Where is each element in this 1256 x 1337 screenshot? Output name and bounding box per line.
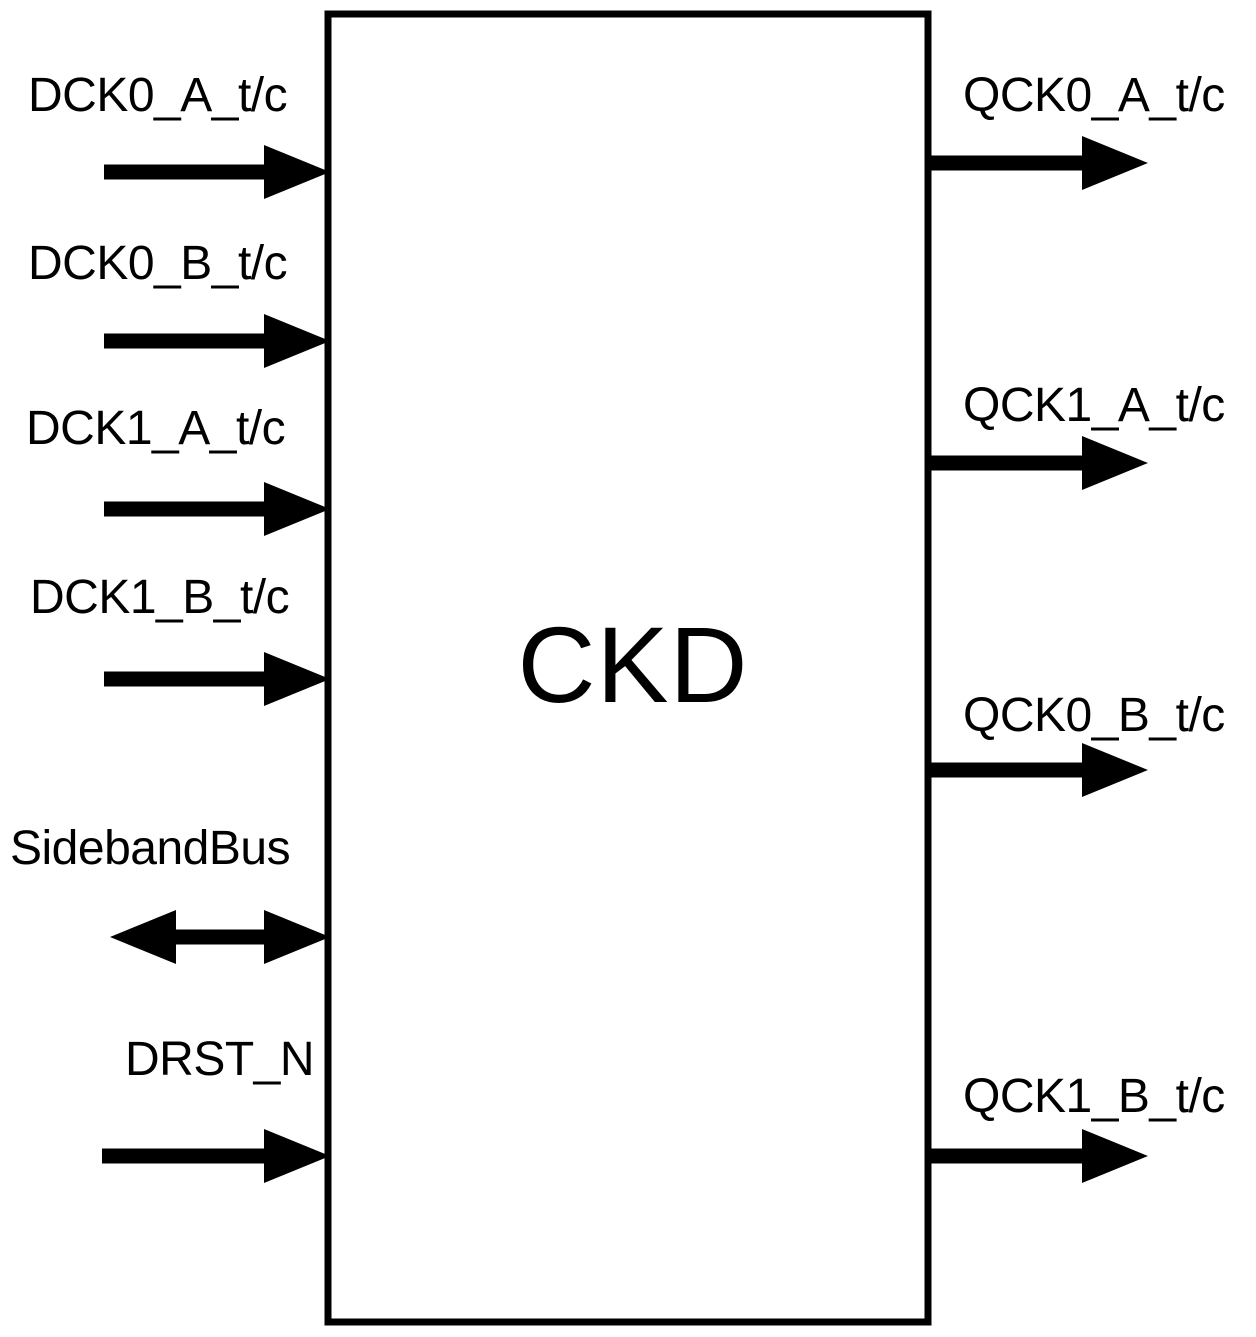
- arrow-dck1-b-input: [104, 652, 330, 706]
- arrow-qck1-a-output: [926, 436, 1148, 490]
- signal-label-drst-n: DRST_N: [125, 1033, 315, 1086]
- arrow-dck0-b-input: [104, 314, 330, 368]
- ckd-block-label: CKD: [517, 604, 749, 725]
- arrows-layer: [102, 136, 1148, 1183]
- arrow-dck1-a-input: [104, 482, 330, 536]
- signal-label-dck1-a: DCK1_A_t/c: [26, 402, 286, 455]
- arrow-drst-n-input: [102, 1129, 330, 1183]
- signal-label-qck0-a: QCK0_A_t/c: [963, 69, 1225, 122]
- arrow-qck1-b-output: [926, 1129, 1148, 1183]
- signal-label-dck0-b: DCK0_B_t/c: [28, 237, 288, 290]
- arrow-sidebandbus-bidirectional: [110, 910, 330, 964]
- arrow-qck0-a-output: [926, 136, 1148, 190]
- signal-label-qck1-a: QCK1_A_t/c: [963, 379, 1225, 432]
- signal-label-qck0-b: QCK0_B_t/c: [963, 689, 1225, 742]
- signal-label-qck1-b: QCK1_B_t/c: [963, 1070, 1225, 1123]
- signal-label-dck0-a: DCK0_A_t/c: [28, 69, 288, 122]
- ckd-block-rect: [324, 10, 932, 1326]
- signal-label-dck1-b: DCK1_B_t/c: [30, 571, 290, 624]
- arrow-dck0-a-input: [104, 145, 330, 199]
- signal-label-sidebandbus: SidebandBus: [10, 822, 291, 875]
- arrow-qck0-b-output: [926, 743, 1148, 797]
